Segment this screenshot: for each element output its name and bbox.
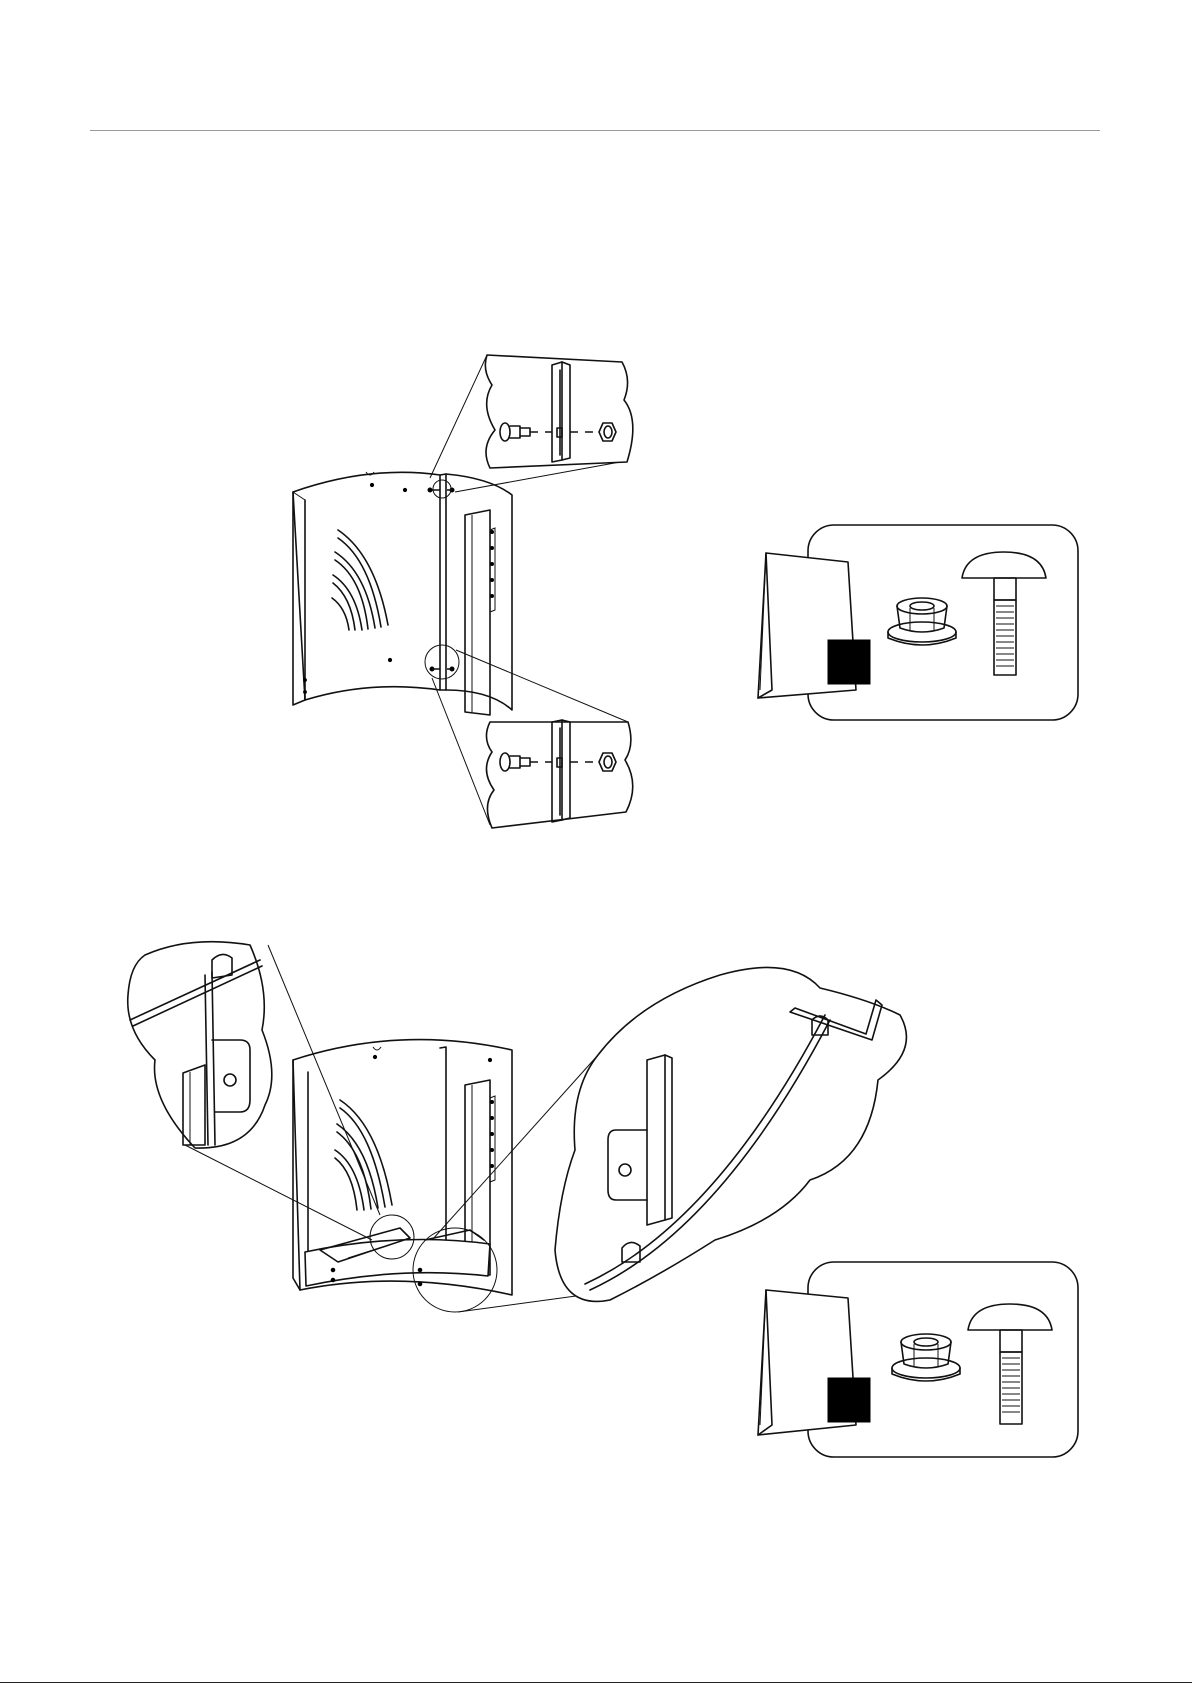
front-right-panel [425,474,512,715]
hardware-bag-icon [758,1290,870,1435]
leader-line [456,650,628,722]
leader-line [185,1145,372,1240]
leader-line [432,678,490,825]
curved-side-panel [293,472,440,705]
carriage-bolt-icon [962,552,1046,675]
bottom-joint-detail [486,720,632,828]
left-bracket-detail [128,942,272,1148]
hardware-bag-icon [758,553,870,698]
base-ring [305,1215,497,1312]
step-2-illustration [128,942,1078,1457]
flange-nut-icon [892,1334,960,1381]
carriage-bolt-icon [968,1304,1052,1424]
top-joint-detail [485,355,632,468]
flange-nut-icon [888,598,956,645]
footer-rule [0,1682,1192,1683]
right-bracket-detail [555,967,906,1301]
hardware-kit-box [758,1262,1078,1457]
leader-line [268,945,380,1215]
step-1-illustration [293,355,1078,828]
hardware-kit-box [758,525,1078,720]
leader-line [430,355,487,478]
